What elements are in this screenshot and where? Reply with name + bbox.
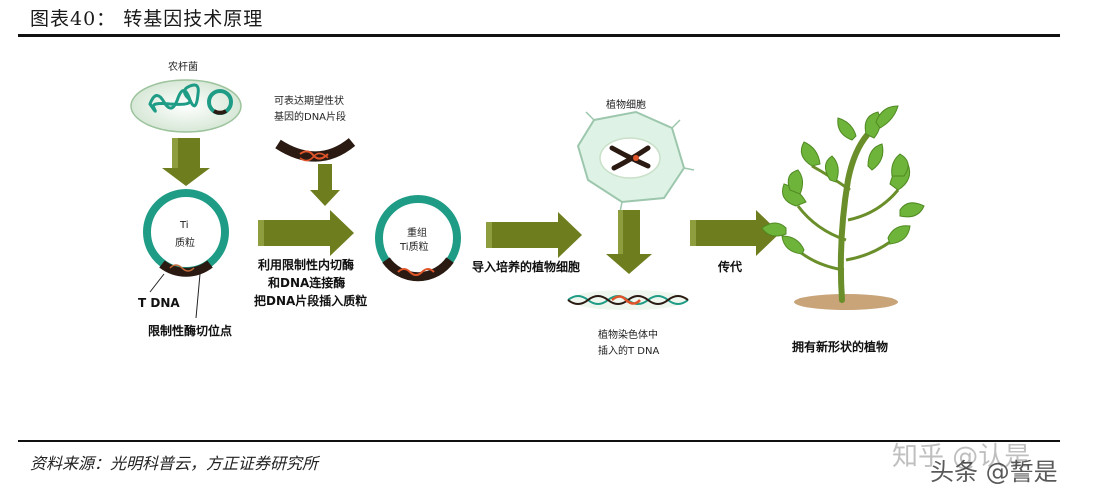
source-note: 资料来源：光明科普云，方正证券研究所 <box>30 454 319 473</box>
label-ti: Ti <box>180 220 189 231</box>
label-gene-fragment-1: 可表达期望性状 <box>274 96 344 107</box>
top-rule <box>18 34 1060 37</box>
label-plant-cell: 植物细胞 <box>606 100 646 111</box>
gene-fragment <box>275 138 356 162</box>
arrow-down-1 <box>162 138 210 186</box>
label-step1-line1: 利用限制性内切酶 <box>258 258 355 272</box>
label-step1-line2: 和DNA连接酶 <box>268 276 346 290</box>
arrow-down-3 <box>606 210 652 274</box>
label-step1-line3: 把DNA片段插入质粒 <box>254 294 368 308</box>
label-recombinant-2: Ti质粒 <box>400 242 429 253</box>
watermark-toutiao: 头条 @誓是 <box>930 458 1058 486</box>
recombinant-plasmid <box>375 195 461 282</box>
arrow-right-1 <box>258 210 354 256</box>
plant-cell <box>576 110 695 213</box>
arrow-down-2 <box>310 164 340 206</box>
agrobacterium-cell <box>130 79 242 133</box>
label-step3: 传代 <box>718 260 743 274</box>
bottom-rule <box>18 440 1060 442</box>
figure-title: 图表40： 转基因技术原理 <box>30 8 264 30</box>
label-plasmid: 质粒 <box>175 238 195 249</box>
watermark-zhihu: 知乎 @认是 <box>892 442 1031 472</box>
label-recombinant-1: 重组 <box>407 228 427 239</box>
label-new-plant: 拥有新形状的植物 <box>792 340 889 354</box>
label-step2: 导入培养的植物细胞 <box>472 260 581 274</box>
label-gene-fragment-2: 基因的DNA片段 <box>274 112 347 123</box>
ti-plasmid <box>143 189 229 319</box>
label-restriction-site: 限制性酶切位点 <box>148 324 233 338</box>
label-chromosome-insert-1: 植物染色体中 <box>598 330 658 341</box>
label-t-dna: T DNA <box>138 296 180 310</box>
transgenic-plant <box>761 105 925 310</box>
chromosome-dna <box>567 290 689 310</box>
label-chromosome-insert-2: 插入的T DNA <box>598 346 660 357</box>
label-agrobacterium: 农杆菌 <box>168 62 198 73</box>
arrow-right-2 <box>486 212 582 258</box>
